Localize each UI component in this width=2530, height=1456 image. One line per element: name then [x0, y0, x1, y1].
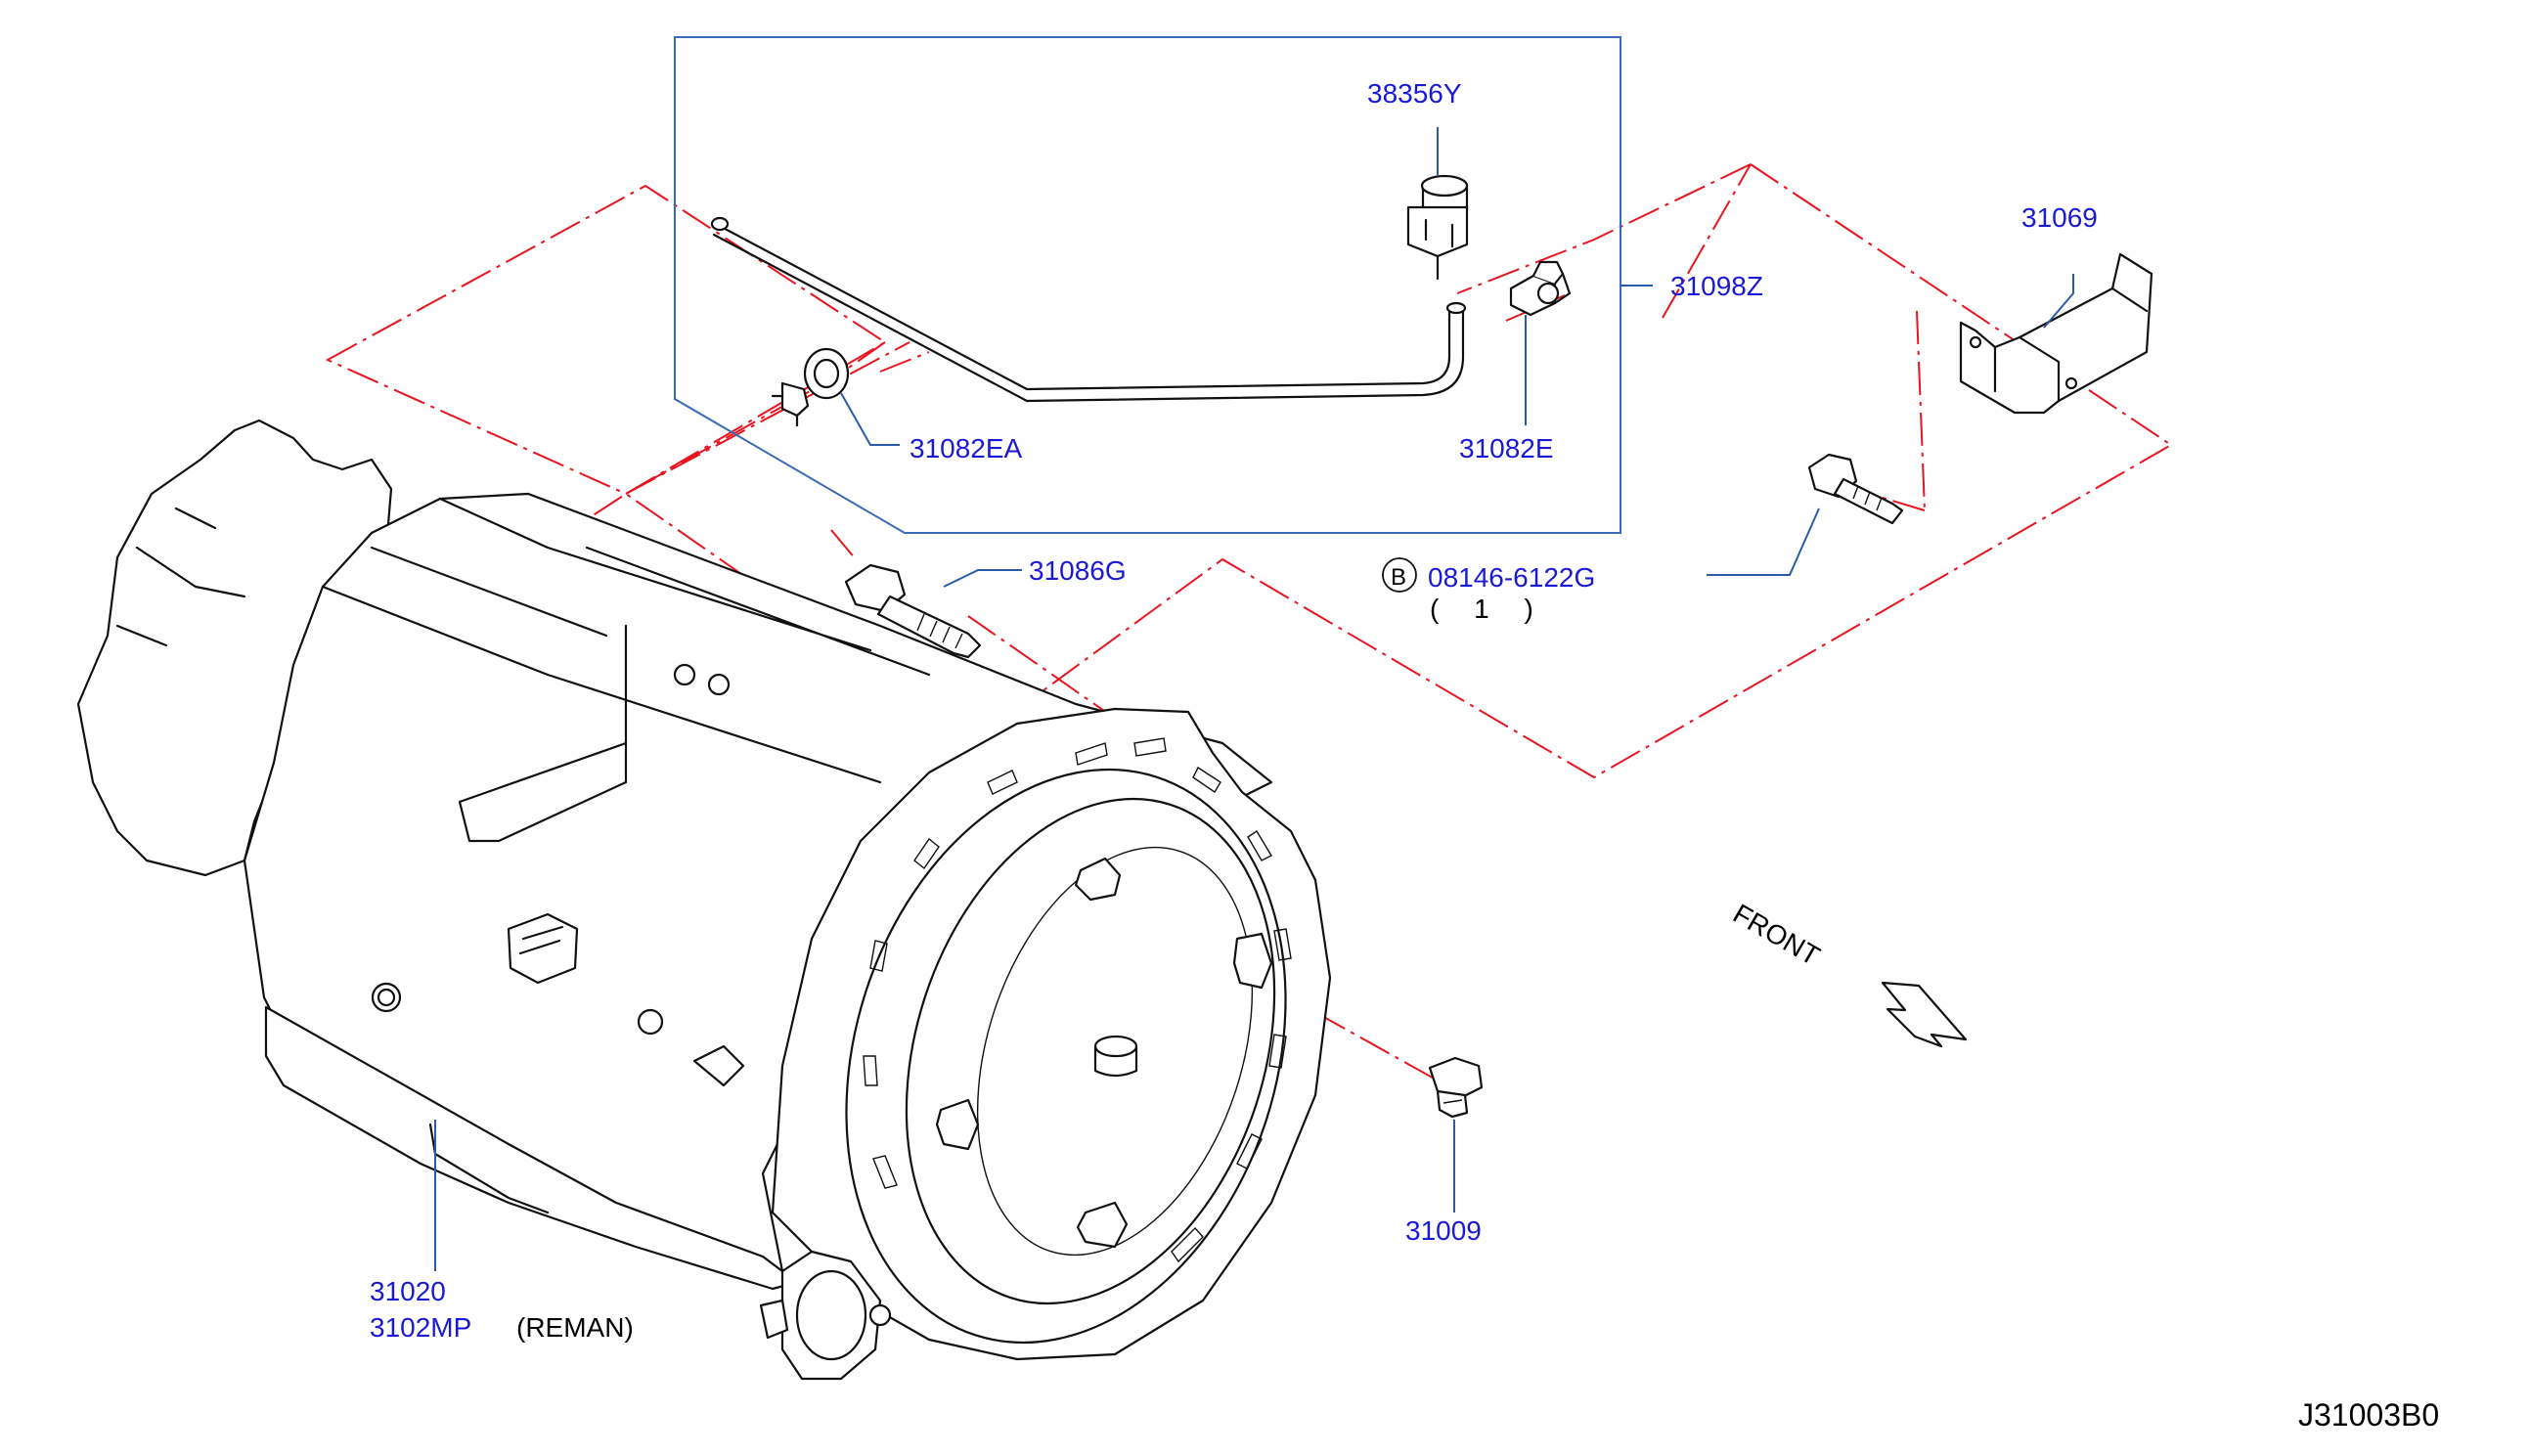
- callout-31086G[interactable]: 31086G: [1029, 555, 1127, 586]
- transmission-assembly: [76, 419, 1332, 1381]
- bolt-symbol: B: [1391, 564, 1406, 591]
- bolt-symbol-circle: [1382, 557, 1417, 593]
- callout-31098Z[interactable]: 31098Z: [1670, 271, 1763, 301]
- callout-31009[interactable]: 31009: [1405, 1215, 1482, 1246]
- breather-38356Y-part: [1406, 174, 1469, 281]
- assembly-box-31098Z: [674, 36, 1621, 534]
- front-label: FRONT: [1728, 898, 1825, 971]
- bolt-31086G-part: [844, 563, 982, 659]
- reman-note: (REMAN): [516, 1312, 634, 1343]
- diagram-id: J31003B0: [2298, 1397, 2439, 1433]
- bolt-31009-part: [1428, 1056, 1484, 1119]
- callout-31082E[interactable]: 31082E: [1459, 433, 1554, 463]
- leader-lines: [434, 127, 2074, 1271]
- quantity-08146: ( 1 ): [1430, 594, 1547, 624]
- bolt-08146-part: [1807, 453, 1904, 525]
- callout-08146-6122G[interactable]: 08146-6122G: [1428, 562, 1595, 593]
- callout-38356Y[interactable]: 38356Y: [1367, 78, 1462, 109]
- bracket-31069-part: [1959, 252, 2153, 415]
- clip-31082EA-part: [771, 347, 850, 427]
- callout-31020[interactable]: 31020: [370, 1276, 446, 1306]
- front-arrow: FRONT: [1728, 898, 1968, 1048]
- vent-tube: [710, 216, 1467, 403]
- clip-31082E-part: [1509, 260, 1572, 317]
- callout-31082EA[interactable]: 31082EA: [910, 433, 1023, 463]
- callout-31069[interactable]: 31069: [2021, 202, 2098, 233]
- callout-3102MP[interactable]: 3102MP: [370, 1312, 471, 1343]
- callouts: 38356Y 31098Z 31069 31082EA 31082E 31086…: [370, 78, 2098, 1343]
